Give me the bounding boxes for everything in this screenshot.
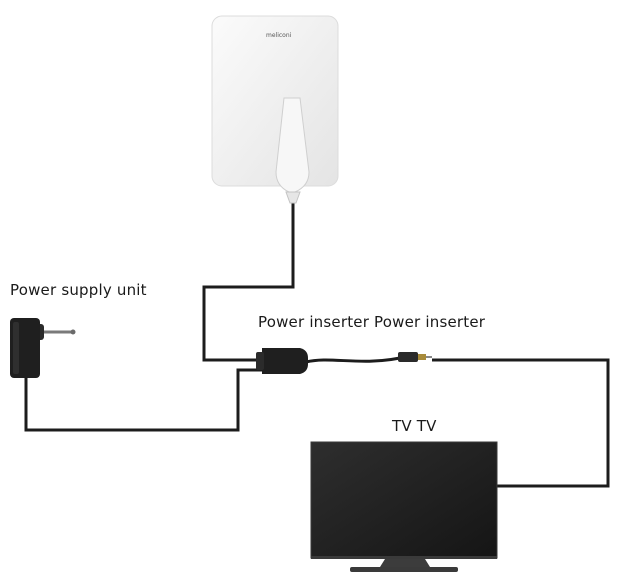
tv-cable	[432, 358, 610, 488]
tv-stand-base	[350, 567, 458, 572]
inserter-output-cable	[305, 356, 401, 364]
antenna-connector	[285, 191, 301, 204]
power-inserter-label: Power inserter Power inserter	[258, 313, 486, 331]
tv-stand	[380, 559, 430, 567]
cables	[24, 203, 610, 488]
power-inserter-body	[262, 348, 308, 374]
antenna-panel	[211, 15, 339, 187]
tv-screen	[310, 441, 498, 559]
power-supply-unit-label: Power supply unit	[10, 281, 147, 299]
tv-bezel-bottom	[311, 556, 497, 559]
antenna-brand-logo: meliconi	[266, 32, 292, 39]
power-inserter	[256, 348, 432, 374]
power-supply-cable	[24, 368, 266, 432]
tv	[310, 441, 498, 572]
tv-label: TV TV	[392, 417, 437, 435]
antenna: meliconi	[211, 15, 339, 204]
power-inserter-output-connector	[398, 352, 418, 362]
antenna-cable	[202, 203, 295, 362]
power-supply-unit	[10, 318, 76, 378]
